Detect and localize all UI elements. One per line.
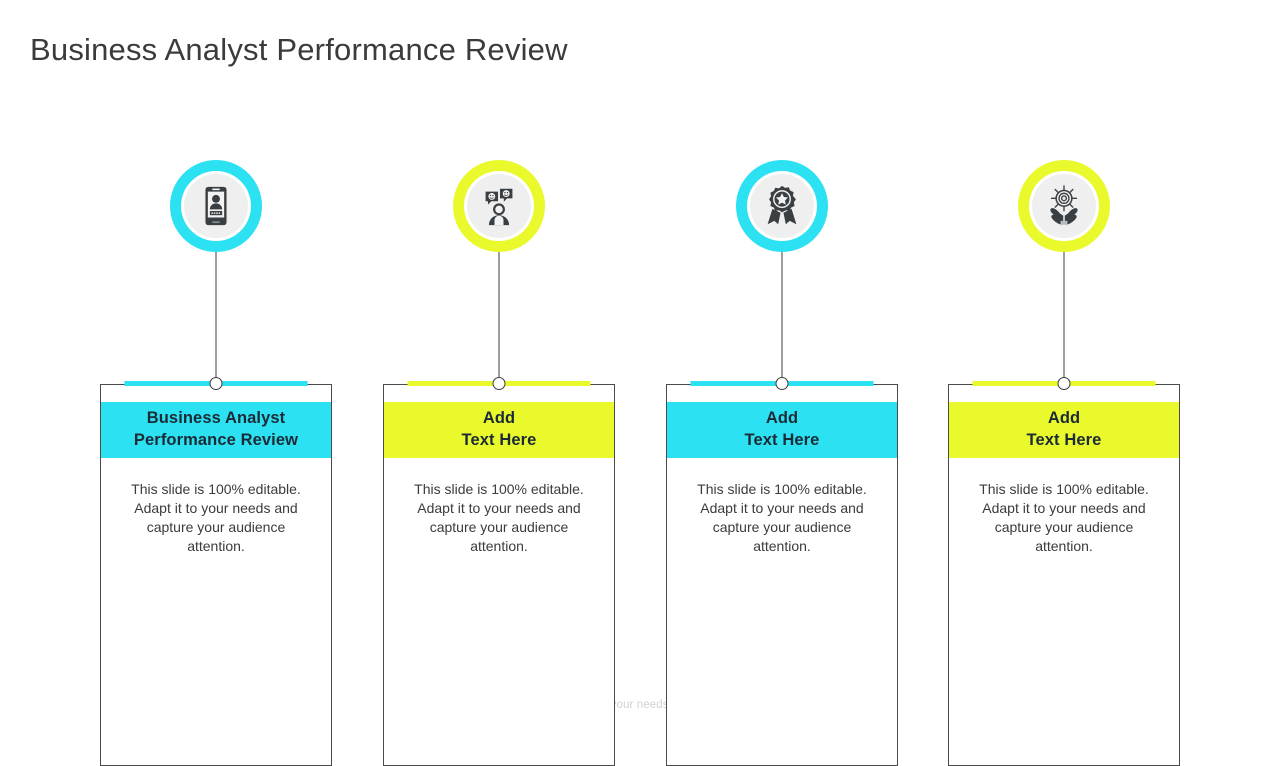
card-body-3: This slide is 100% editable. Adapt it to… [697, 481, 867, 554]
connector-line-2 [498, 252, 500, 383]
card-heading-line-4b: Text Here [1026, 431, 1102, 449]
card-heading-1: Business Analyst Performance Review [101, 402, 331, 458]
award-ribbon-icon [767, 185, 797, 225]
medallion-disc-2 [467, 174, 531, 238]
slide-title: Business Analyst Performance Review [30, 32, 568, 67]
medallion-disc-3 [750, 174, 814, 238]
medallion-disc-4 [1032, 174, 1096, 238]
icon-medallion-2[interactable] [453, 160, 545, 252]
card-body-2: This slide is 100% editable. Adapt it to… [414, 481, 584, 554]
connector-node-3 [775, 377, 789, 390]
icon-medallion-3[interactable] [736, 160, 828, 252]
card-body-1: This slide is 100% editable. Adapt it to… [131, 481, 301, 554]
customer-feedback-icon [485, 188, 513, 226]
card-heading-line-1b: Performance Review [133, 431, 299, 449]
card-heading-2: Add Text Here [384, 402, 614, 458]
info-card-3[interactable]: Add Text Here This slide is 100% editabl… [666, 384, 898, 766]
icon-medallion-4[interactable] [1018, 160, 1110, 252]
connector-node-2 [492, 377, 506, 390]
info-card-1[interactable]: Business Analyst Performance Review This… [100, 384, 332, 766]
card-heading-line-2b: Text Here [461, 431, 537, 449]
medallion-wrap-2 [383, 160, 615, 260]
icon-medallion-1[interactable] [170, 160, 262, 252]
column-1: Business Analyst Performance Review This… [100, 160, 332, 766]
medallion-wrap-3 [666, 160, 898, 260]
medallion-wrap-1 [100, 160, 332, 260]
card-heading-line-4a: Add [1047, 409, 1081, 427]
mobile-user-login-icon [205, 186, 227, 226]
hands-holding-target-icon [1050, 185, 1078, 225]
card-body-4: This slide is 100% editable. Adapt it to… [979, 481, 1149, 554]
column-2: Add Text Here This slide is 100% editabl… [383, 160, 615, 766]
info-card-4[interactable]: Add Text Here This slide is 100% editabl… [948, 384, 1180, 766]
medallion-disc-1 [184, 174, 248, 238]
card-heading-3: Add Text Here [667, 402, 897, 458]
card-heading-line-3b: Text Here [744, 431, 820, 449]
columns-container: Business Analyst Performance Review This… [100, 160, 1180, 766]
connector-node-1 [209, 377, 223, 390]
connector-line-1 [215, 252, 217, 383]
connector-line-4 [1063, 252, 1065, 383]
column-3: Add Text Here This slide is 100% editabl… [666, 160, 898, 766]
connector-node-4 [1057, 377, 1071, 390]
card-heading-line-2a: Add [482, 409, 516, 427]
card-heading-4: Add Text Here [949, 402, 1179, 458]
column-4: Add Text Here This slide is 100% editabl… [948, 160, 1180, 766]
medallion-wrap-4 [948, 160, 1180, 260]
card-heading-line-1a: Business Analyst [146, 409, 286, 427]
card-heading-line-3a: Add [765, 409, 799, 427]
info-card-2[interactable]: Add Text Here This slide is 100% editabl… [383, 384, 615, 766]
connector-line-3 [781, 252, 783, 383]
